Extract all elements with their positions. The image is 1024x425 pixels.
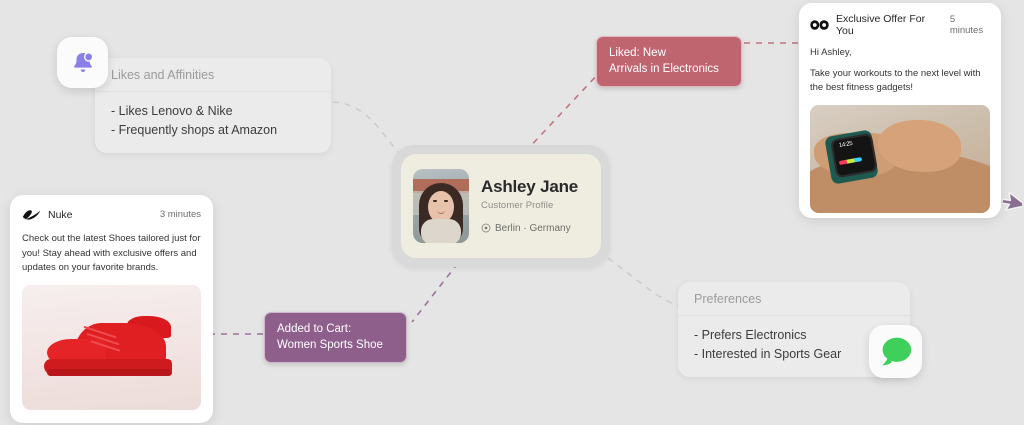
location-pin-icon: [481, 223, 491, 233]
profile-location: Berlin · Germany: [481, 223, 589, 234]
liked-tag[interactable]: Liked: New Arrivals in Electronics: [596, 36, 742, 87]
profile-role: Customer Profile: [481, 199, 554, 211]
offer-body-text: Take your workouts to the next level wit…: [810, 67, 981, 94]
profile-details: Ashley Jane Customer Profile Berlin · Ge…: [481, 177, 589, 234]
offer-product-image[interactable]: 14:25 Person wearing a smartwatch on wri…: [810, 105, 990, 214]
nuke-timestamp: 3 minutes: [159, 209, 201, 220]
gq-logo-icon: [810, 17, 829, 34]
nike-swoosh-icon: [22, 206, 41, 223]
nuke-notification-header: Nuke 3 minutes: [22, 206, 201, 223]
red-sneaker-illustration: [44, 316, 176, 378]
offer-message-body: Hi Ashley, Take your workouts to the nex…: [810, 46, 990, 96]
likes-card-body: - Likes Lenovo & Nike - Frequently shops…: [95, 92, 331, 153]
offer-notification-header: Exclusive Offer For You 5 minutes: [810, 13, 990, 37]
connector-profile-to-cart: [411, 262, 459, 323]
likes-and-affinities-card[interactable]: Likes and Affinities - Likes Lenovo & Ni…: [95, 58, 331, 153]
cart-tag-line1: Added to Cart:: [277, 323, 352, 335]
bell-icon-glyph: [73, 51, 93, 72]
nuke-brand-name: Nuke: [48, 208, 73, 221]
cart-tag-line2: Women Sports Shoe: [277, 339, 383, 352]
likes-item: - Likes Lenovo & Nike: [111, 104, 233, 118]
liked-tag-line2: Arrivals in Electronics: [609, 63, 719, 76]
preferences-card-body: - Prefers Electronics - Interested in Sp…: [678, 316, 910, 377]
offer-notification-card[interactable]: Exclusive Offer For You 5 minutes Hi Ash…: [799, 3, 1001, 218]
nuke-notification-card[interactable]: Nuke 3 minutes Check out the latest Shoe…: [10, 195, 213, 423]
nike-swoosh-glyph: [22, 209, 41, 220]
profile-card-inner: Ashley Jane portrait photo Ashley Jane C…: [401, 154, 601, 258]
bell-icon[interactable]: [57, 37, 108, 88]
added-to-cart-tag[interactable]: Added to Cart: Women Sports Shoe: [264, 312, 407, 363]
offer-greeting: Hi Ashley,: [810, 47, 852, 58]
connector-likes-to-profile: [332, 101, 399, 153]
preference-item: - Interested in Sports Gear: [694, 347, 842, 362]
customer-profile-card[interactable]: Ashley Jane portrait photo Ashley Jane C…: [392, 145, 610, 267]
message-bubble-glyph: [881, 337, 911, 365]
nuke-product-image[interactable]: Red high-top sneaker product photo: [22, 285, 201, 411]
preferences-card[interactable]: Preferences - Prefers Electronics - Inte…: [678, 282, 910, 377]
gq-logo-glyph: [810, 20, 829, 30]
mouse-pointer: [1003, 192, 1022, 211]
message-bubble-icon[interactable]: [869, 325, 922, 378]
profile-name: Ashley Jane: [481, 177, 579, 197]
likes-item: - Frequently shops at Amazon: [111, 123, 278, 138]
nuke-message-body: Check out the latest Shoes tailored just…: [22, 233, 201, 274]
preference-item: - Prefers Electronics: [694, 328, 807, 342]
avatar: Ashley Jane portrait photo: [413, 169, 469, 243]
liked-tag-line1: Liked: New: [609, 47, 666, 59]
preferences-card-title: Preferences: [678, 282, 910, 316]
likes-card-title: Likes and Affinities: [95, 58, 331, 92]
offer-brand-name: Exclusive Offer For You: [836, 13, 926, 37]
connector-profile-to-preferences: [607, 257, 679, 306]
offer-timestamp: 5 minutes: [949, 14, 984, 36]
profile-location-text: Berlin · Germany: [495, 222, 571, 234]
connector-profile-to-liked: [524, 71, 601, 153]
